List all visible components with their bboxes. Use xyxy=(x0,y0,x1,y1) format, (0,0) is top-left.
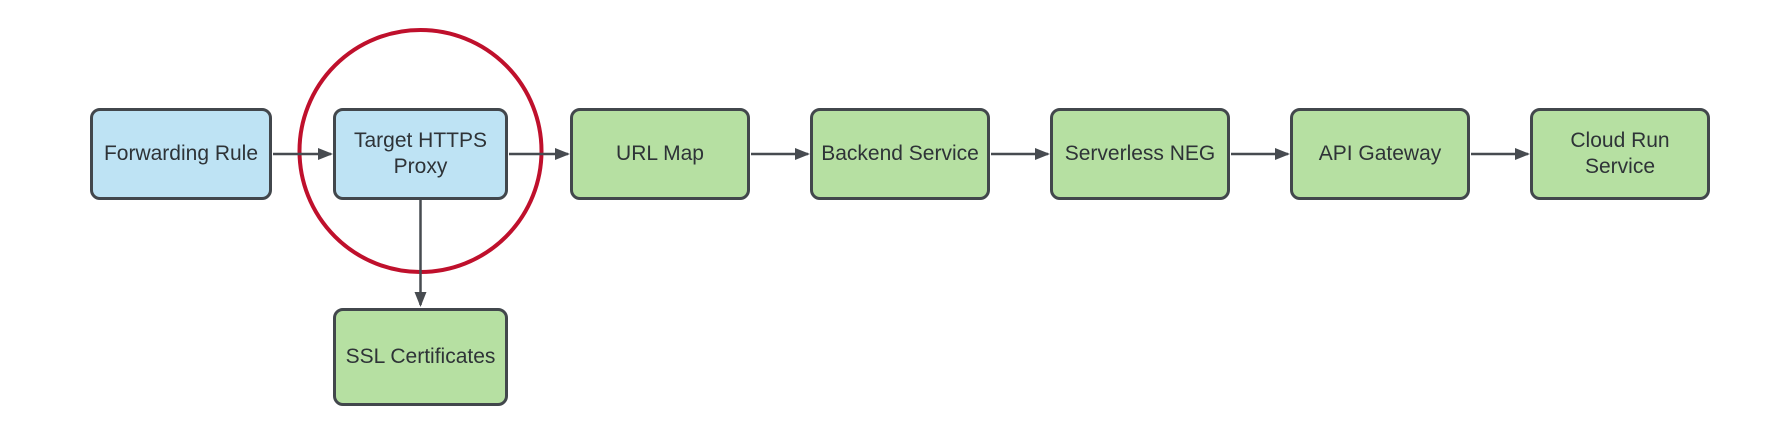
node-label: Forwarding Rule xyxy=(103,142,259,166)
node-backend-service[interactable]: Backend Service xyxy=(810,108,990,200)
node-label: Serverless NEG xyxy=(1064,142,1216,166)
node-cloud-run-service[interactable]: Cloud Run Service xyxy=(1530,108,1710,200)
node-target-https-proxy[interactable]: Target HTTPS Proxy xyxy=(333,108,508,200)
node-label: Cloud Run Service xyxy=(1570,129,1670,178)
node-url-map[interactable]: URL Map xyxy=(570,108,750,200)
node-label: API Gateway xyxy=(1318,142,1442,166)
node-label: Target HTTPS Proxy xyxy=(353,129,488,178)
node-ssl-certificates[interactable]: SSL Certificates xyxy=(333,308,508,406)
node-label: URL Map xyxy=(616,142,704,166)
node-api-gateway[interactable]: API Gateway xyxy=(1290,108,1470,200)
node-label: Backend Service xyxy=(821,142,979,166)
node-label: SSL Certificates xyxy=(345,345,496,369)
node-forwarding-rule[interactable]: Forwarding Rule xyxy=(90,108,272,200)
node-serverless-neg[interactable]: Serverless NEG xyxy=(1050,108,1230,200)
